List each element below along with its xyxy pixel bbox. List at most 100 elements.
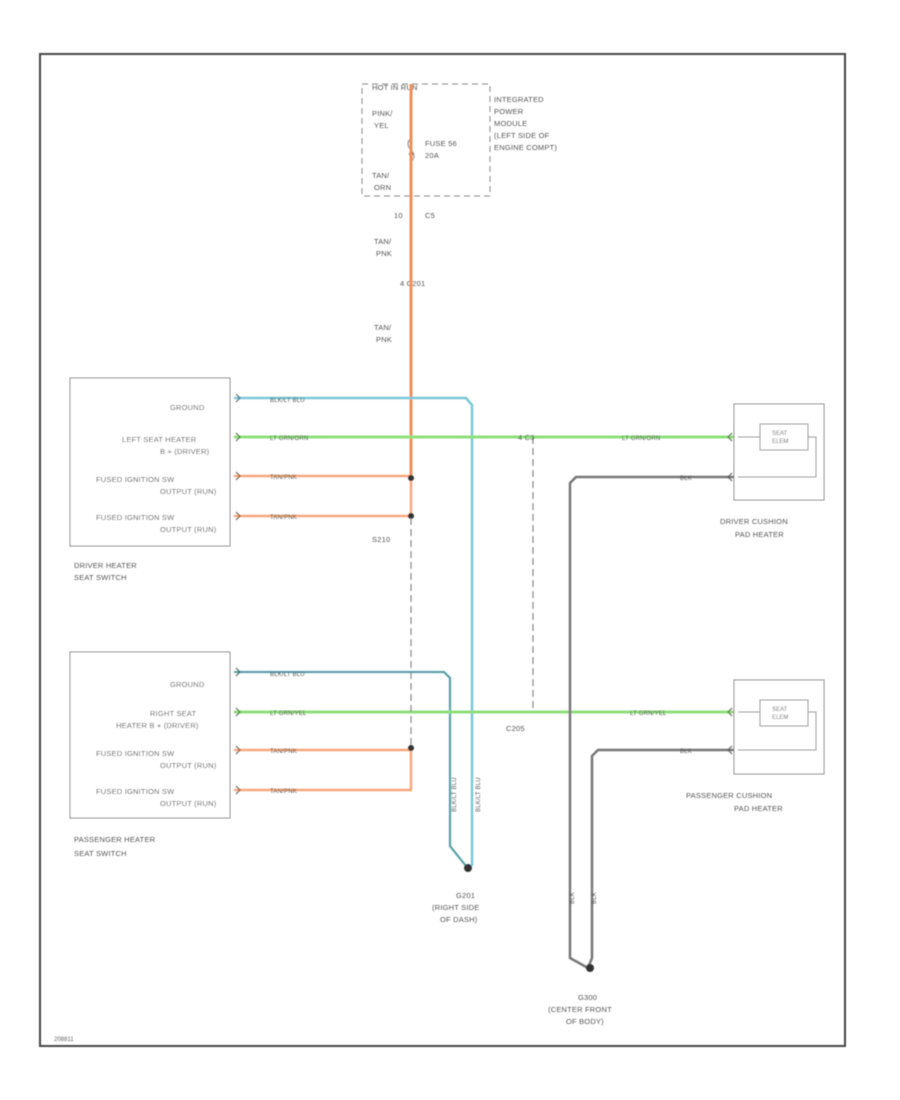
splice-dot-3 <box>408 745 414 751</box>
g201-id: G201 <box>456 891 475 900</box>
passenger-switch-box <box>69 651 231 819</box>
passenger-pad-ground-wire <box>586 748 736 969</box>
g201-wire-b-label: BLK/LT BLU <box>476 777 482 812</box>
ground-g201-dot <box>464 864 472 872</box>
driver-pad-element-return <box>738 436 817 478</box>
connector-left-num: 10 <box>394 211 403 220</box>
feed-wire-2b: PNK <box>376 335 392 344</box>
diagram-frame <box>39 53 846 1047</box>
driver-wire-heater-label: LT GRN/ORN <box>270 436 308 442</box>
ipm-title-4: (LEFT SIDE OF <box>494 131 550 140</box>
ipm-box <box>361 83 491 197</box>
passenger-pin-heater-2: HEATER B + (DRIVER) <box>116 721 199 730</box>
g201-loc-1: (RIGHT SIDE <box>432 903 479 912</box>
passenger-pad-box <box>733 679 825 775</box>
g300-wire-a-label: BLK <box>570 892 576 904</box>
passenger-pad-arrow-in <box>727 707 733 717</box>
ipm-title-3: MODULE <box>494 119 527 128</box>
connector-right-id: C5 <box>425 211 435 220</box>
driver-wire-fused1-label: TAN/PNK <box>270 475 297 481</box>
g300-wire-b-label: BLK <box>592 892 598 904</box>
g300-loc-2: OF BODY) <box>566 1017 604 1026</box>
splice-s210-label: S210 <box>372 535 390 544</box>
passenger-pin-arrow-1 <box>235 667 241 677</box>
ground-g300-dot <box>586 964 594 972</box>
driver-pin-fused1-2: OUTPUT (RUN) <box>160 487 217 496</box>
passenger-pin-fused2-2: OUTPUT (RUN) <box>160 799 217 808</box>
driver-pin-fused2-2: OUTPUT (RUN) <box>160 525 217 534</box>
passenger-pin-arrow-3 <box>235 745 241 755</box>
g201-wire-a-label: BLK/LT BLU <box>452 777 458 812</box>
driver-pad-element-2: ELEM <box>772 439 788 445</box>
ipm-fuse-label: FUSE 56 <box>425 139 457 148</box>
passenger-switch-title-1: PASSENGER HEATER <box>74 835 156 844</box>
driver-pad-wire-gnd-label: BLK <box>680 476 692 482</box>
driver-pin-fused2-1: FUSED IGNITION SW <box>96 513 175 522</box>
driver-pin-arrow-3 <box>235 471 241 481</box>
passenger-pad-title-2: PAD HEATER <box>734 804 783 813</box>
feed-connector-c201: 4 C201 <box>400 279 425 288</box>
passenger-pad-element <box>759 699 809 727</box>
passenger-wire-ground-label: BLK/LT BLU <box>270 672 305 678</box>
passenger-pin-arrow-2 <box>235 707 241 717</box>
splice-dot-2 <box>408 513 414 519</box>
feed-wire-1a: TAN/ <box>374 237 392 246</box>
passenger-pin-fused2-1: FUSED IGNITION SW <box>96 787 175 796</box>
connector-c4-label: 4 C3 <box>518 433 535 442</box>
footer-code: 208811 <box>54 1037 74 1043</box>
driver-wire-ground-label: BLK/LT BLU <box>270 398 305 404</box>
g300-loc-1: (CENTER FRONT <box>548 1005 612 1014</box>
driver-pad-arrow-gnd <box>727 472 733 482</box>
connector-c205-label: C205 <box>506 724 525 733</box>
driver-pad-arrow-in <box>727 432 733 442</box>
driver-pin-heater-1: LEFT SEAT HEATER <box>122 435 197 444</box>
passenger-pin-fused1-1: FUSED IGNITION SW <box>96 749 175 758</box>
driver-pin-arrow-2 <box>235 432 241 442</box>
ipm-title-1: INTEGRATED <box>494 95 544 104</box>
driver-pad-title-1: DRIVER CUSHION <box>720 517 788 526</box>
driver-pad-element-1: SEAT <box>772 431 788 437</box>
passenger-pad-wire-gnd-label: BLK <box>680 749 692 755</box>
passenger-switch-title-2: SEAT SWITCH <box>74 849 127 858</box>
driver-pin-arrow-4 <box>235 511 241 521</box>
driver-pin-arrow-1 <box>235 393 241 403</box>
feed-wire-1b: PNK <box>376 249 392 258</box>
ipm-wire-top-1: PINK/ <box>372 109 393 118</box>
passenger-wire-fused1-label: TAN/PNK <box>270 749 297 755</box>
driver-pin-heater-2: B + (DRIVER) <box>160 447 210 456</box>
passenger-ground-wire <box>234 670 467 867</box>
driver-pad-ground-wire <box>568 475 736 970</box>
passenger-wire-heater-label: LT GRN/YEL <box>270 711 307 717</box>
ipm-title-5: ENGINE COMPT) <box>494 143 557 152</box>
passenger-wire-fused2-label: TAN/PNK <box>270 789 297 795</box>
passenger-pad-title-1: PASSENGER CUSHION <box>686 791 772 800</box>
passenger-pad-wire-in-label: LT GRN/YEL <box>630 711 667 717</box>
driver-pad-box <box>733 403 825 501</box>
ipm-wire-bottom-2: ORN <box>374 183 391 192</box>
g201-loc-2: OF DASH) <box>440 915 478 924</box>
passenger-pad-element-1: SEAT <box>772 707 788 713</box>
ipm-title-2: POWER <box>494 107 524 116</box>
splice-dot-1 <box>408 475 414 481</box>
ipm-wire-bottom-1: TAN/ <box>372 171 390 180</box>
driver-pin-fused1-1: FUSED IGNITION SW <box>96 475 175 484</box>
passenger-pad-element-return <box>738 711 817 751</box>
driver-pin-ground: GROUND <box>170 403 205 412</box>
passenger-pin-ground: GROUND <box>170 680 205 689</box>
driver-wire-fused2-label: TAN/PNK <box>270 515 297 521</box>
passenger-pin-arrow-4 <box>235 785 241 795</box>
passenger-pin-fused1-2: OUTPUT (RUN) <box>160 761 217 770</box>
passenger-ground-wire-overlay <box>234 671 467 867</box>
passenger-pad-element-2: ELEM <box>772 715 788 721</box>
passenger-pad-arrow-gnd <box>727 745 733 755</box>
driver-pad-title-2: PAD HEATER <box>735 530 784 539</box>
feed-wire-2a: TAN/ <box>374 323 392 332</box>
g300-id: G300 <box>578 993 597 1002</box>
driver-pad-wire-in-label: LT GRN/ORN <box>622 436 660 442</box>
passenger-fused-wire-2 <box>234 750 413 792</box>
driver-switch-title-1: DRIVER HEATER <box>74 561 137 570</box>
driver-ground-wire <box>234 396 474 866</box>
driver-switch-title-2: SEAT SWITCH <box>74 573 127 582</box>
ipm-fuse-rating: 20A <box>425 151 439 160</box>
